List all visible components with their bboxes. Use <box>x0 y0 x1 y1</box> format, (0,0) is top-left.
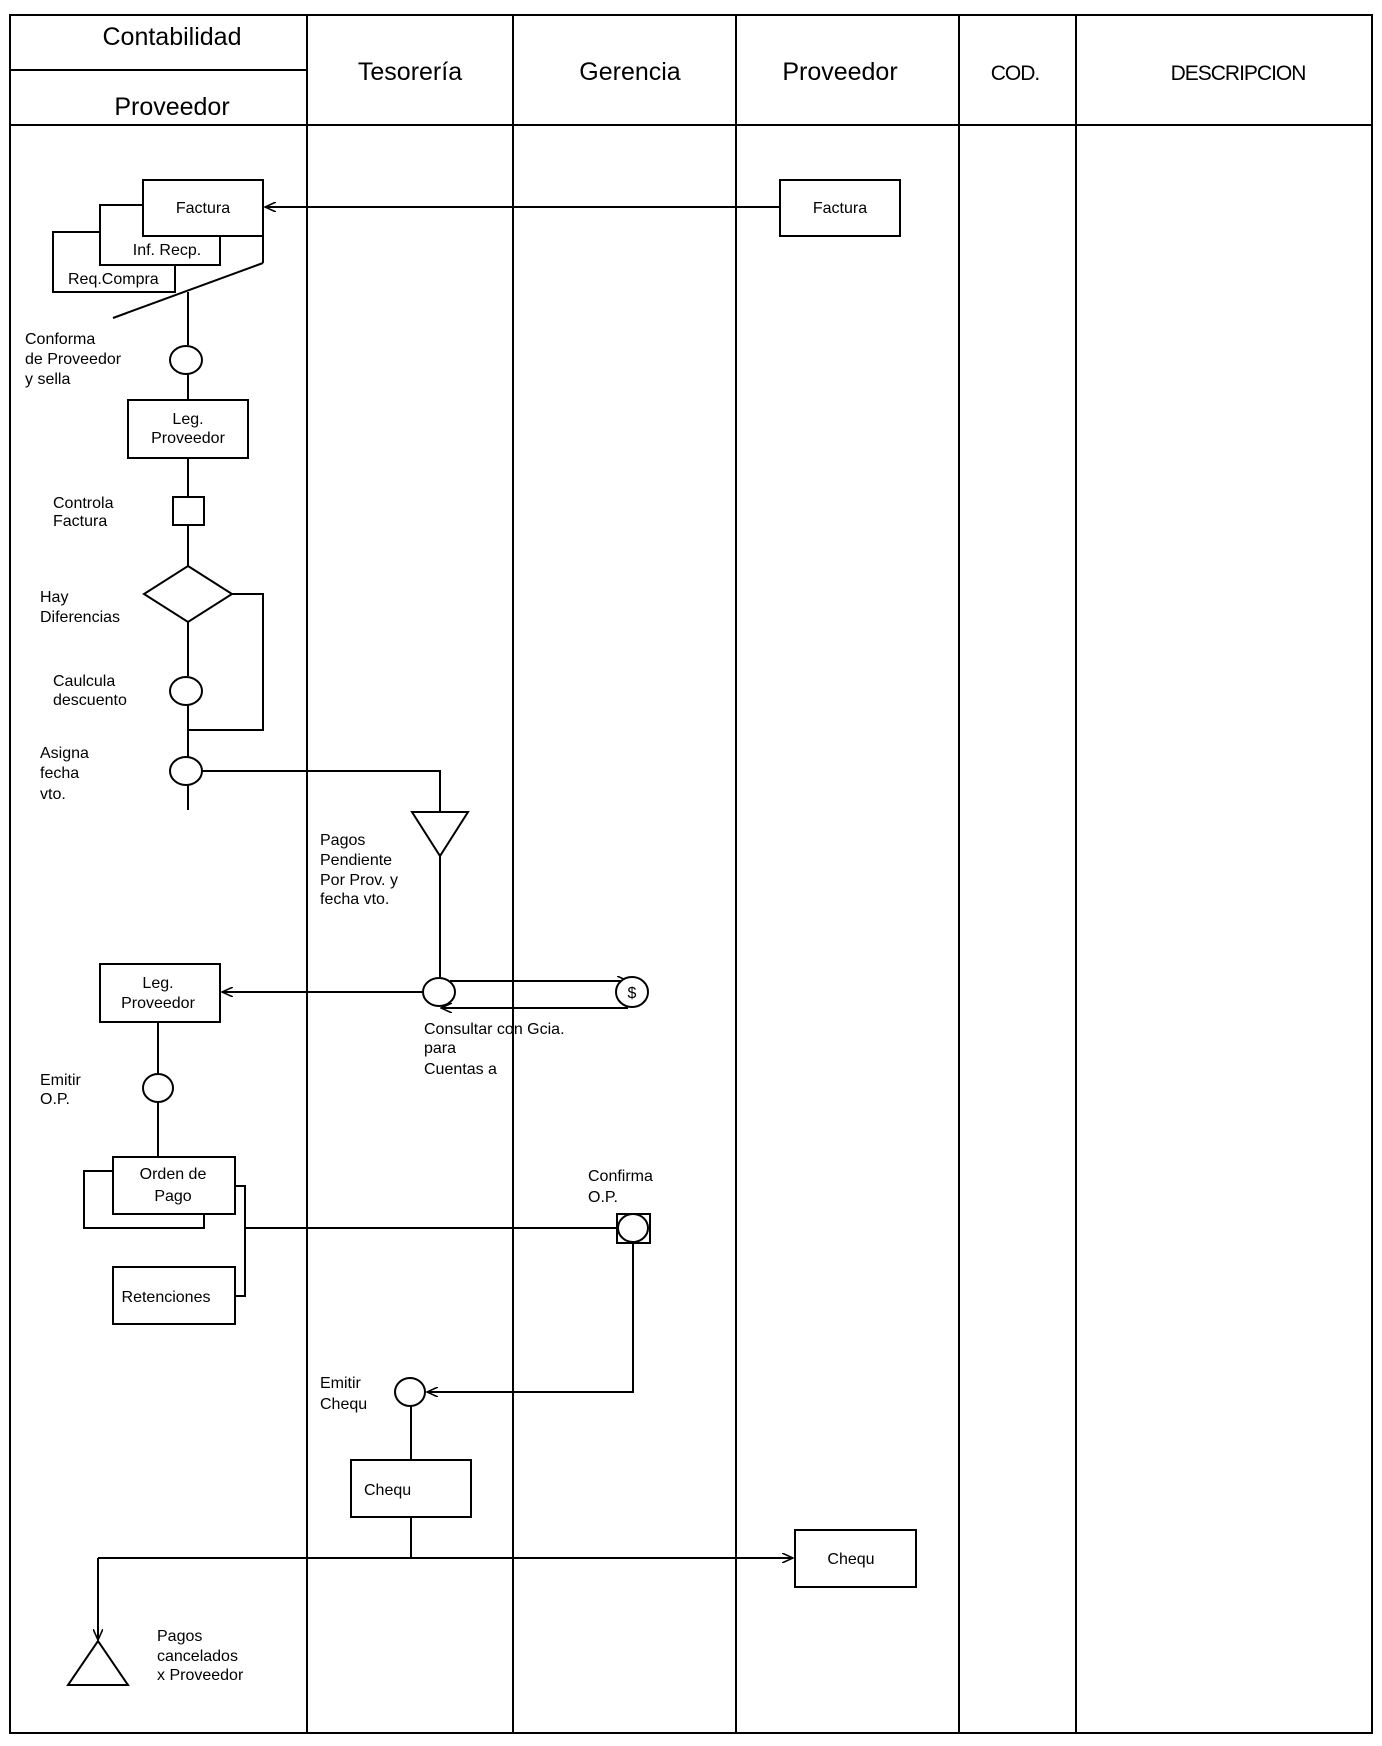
leg-proveedor-2-label-1: Leg. <box>142 975 173 992</box>
pagos-cancelados-storage <box>66 1639 130 1686</box>
header-proveedor-sub: Proveedor <box>114 93 229 121</box>
hay-label-1: Hay <box>40 589 68 606</box>
emitir-ch-label-2: Chequ <box>320 1396 367 1413</box>
controla-inspection <box>172 496 205 526</box>
orden-pago-label-1: Orden de <box>140 1166 207 1183</box>
bypass-line <box>188 593 264 731</box>
header-contabilidad: Contabilidad <box>103 23 242 51</box>
consultar-label-2: para <box>424 1040 456 1057</box>
factura-contabilidad-label: Factura <box>176 200 230 217</box>
consultar-gerencia-operation <box>422 977 456 1007</box>
flow-to-tesoreria <box>202 770 441 812</box>
pagos-pendientes-storage <box>410 811 470 858</box>
emitir-cheque-operation <box>394 1377 426 1407</box>
asigna-label-2: fecha <box>40 765 79 782</box>
consultar-label-1: Consultar con Gcia. <box>424 1021 565 1038</box>
req-compra-label: Req.Compra <box>68 271 159 288</box>
emitir-op-operation <box>142 1073 174 1103</box>
leg-proveedor-2-label-2: Proveedor <box>121 995 195 1012</box>
cheque-proveedor-doc <box>794 1529 917 1588</box>
swimlane-grid <box>9 14 1373 1734</box>
cheque-tesoreria-doc <box>350 1459 472 1518</box>
dollar-sign: $ <box>628 985 637 1002</box>
calc-label-1: Caulcula <box>53 673 115 690</box>
asigna-label-3: vto. <box>40 786 66 803</box>
pagos-pend-label-3: Por Prov. y <box>320 872 398 889</box>
header-proveedor: Proveedor <box>782 58 897 86</box>
conforma-label-2: de Proveedor <box>25 351 122 368</box>
emitir-ch-label-1: Emitir <box>320 1375 362 1392</box>
dollar-operation <box>615 976 649 1008</box>
header-cod: COD. <box>991 62 1040 85</box>
header-gerencia: Gerencia <box>579 58 681 86</box>
header-tesoreria: Tesorería <box>358 58 462 86</box>
hay-diferencias-decision <box>142 564 234 624</box>
pagos-pend-label-4: fecha vto. <box>320 891 389 908</box>
pagos-pend-label-1: Pagos <box>320 832 365 849</box>
consultar-label-3: Cuentas a <box>424 1061 497 1078</box>
confirma-label-2: O.P. <box>588 1189 618 1206</box>
factura-contabilidad-doc <box>142 179 264 237</box>
documents-bracket <box>235 1185 246 1297</box>
controla-label-1: Controla <box>53 495 114 512</box>
pagos-canc-label-3: x Proveedor <box>157 1667 244 1684</box>
emitir-op-label-1: Emitir <box>40 1072 82 1089</box>
leg-proveedor-1-box <box>127 399 249 459</box>
pagos-canc-label-2: cancelados <box>157 1648 238 1665</box>
inf-recp-label: Inf. Recp. <box>133 242 201 259</box>
controla-label-2: Factura <box>53 513 107 530</box>
emitir-op-label-2: O.P. <box>40 1091 70 1108</box>
retenciones-label: Retenciones <box>122 1289 211 1306</box>
leg-proveedor-2-box <box>99 963 221 1023</box>
pagos-canc-label-1: Pagos <box>157 1628 202 1645</box>
cheque-proveedor-label: Chequ <box>827 1551 874 1568</box>
cheque-tesoreria-label: Chequ <box>364 1482 411 1499</box>
asigna-label-1: Asigna <box>40 745 89 762</box>
confirma-op-operation <box>617 1213 649 1243</box>
conforma-label-1: Conforma <box>25 331 95 348</box>
hay-label-2: Diferencias <box>40 609 120 626</box>
leg-proveedor-1-label-2: Proveedor <box>151 430 225 447</box>
confirma-label-1: Confirma <box>588 1168 653 1185</box>
leg-proveedor-1-label-1: Leg. <box>172 411 203 428</box>
pagos-pend-label-2: Pendiente <box>320 852 392 869</box>
flow-to-emitir-cheque <box>427 1243 634 1392</box>
header-descripcion: DESCRIPCION <box>1171 62 1306 85</box>
asigna-fecha-operation <box>169 756 203 786</box>
retenciones-doc <box>112 1266 236 1325</box>
factura-proveedor-label: Factura <box>813 200 867 217</box>
calc-label-2: descuento <box>53 692 127 709</box>
conforma-operation <box>169 345 203 375</box>
calcula-descuento-operation <box>169 676 203 706</box>
bracket-diagonal <box>112 262 264 319</box>
conforma-label-3: y sella <box>25 371 70 388</box>
orden-pago-label-2: Pago <box>154 1188 191 1205</box>
